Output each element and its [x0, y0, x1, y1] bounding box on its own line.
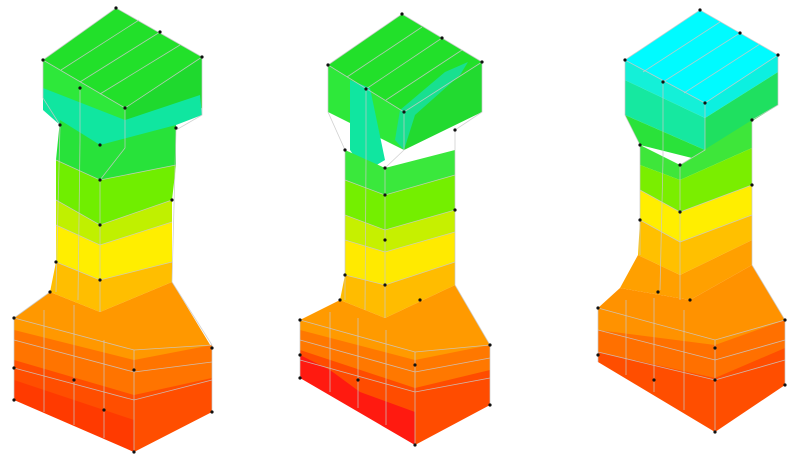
left-base-dark-orange [14, 330, 212, 400]
left-neck-yellowgreen [56, 200, 172, 245]
middle-cap-teal-wedge [350, 80, 385, 172]
right-base-red-orange [598, 348, 785, 432]
right-neck-green [640, 120, 752, 180]
right-cap-front-cyan [625, 60, 705, 118]
right-cap-side-cyan [705, 55, 778, 118]
left-nodes [12, 6, 214, 454]
middle-base-red-orange [300, 350, 490, 445]
middle-nodes [298, 12, 492, 447]
middle-cap-teal-right [395, 62, 468, 150]
right-neck-lightgreen [640, 148, 752, 212]
middle-neck-lightgreen [345, 175, 455, 230]
middle-neck-yellow [345, 232, 455, 285]
middle-mesh-lines [299, 13, 491, 445]
left-neck-green [56, 120, 176, 180]
right-neck-orange-yellow [638, 215, 752, 275]
right-cap-front-teal [625, 80, 705, 150]
middle-neck-yellowgreen [345, 210, 455, 252]
middle-base-dark-orange [300, 330, 490, 392]
middle-neck-orange-yellow [340, 262, 455, 318]
left-neck-yellow [56, 222, 172, 280]
right-base-orange [598, 265, 785, 348]
panel-right [596, 8, 787, 434]
panel-middle [298, 12, 492, 447]
left-mesh-lines [13, 7, 213, 452]
right-nodes [596, 8, 787, 434]
left-cap-teal-band [43, 88, 202, 160]
panel-left [12, 6, 214, 454]
middle-neck-green [345, 150, 455, 195]
right-base-dark-orange [598, 320, 785, 380]
right-mesh-lines [597, 9, 786, 432]
right-neck-orange [620, 240, 752, 300]
left-neck-orange-yellow [50, 262, 172, 312]
left-base-red-orange [14, 360, 212, 452]
right-neck-yellow [640, 185, 752, 242]
middle-cap-side [404, 62, 482, 150]
right-cap-side-green [705, 72, 778, 150]
